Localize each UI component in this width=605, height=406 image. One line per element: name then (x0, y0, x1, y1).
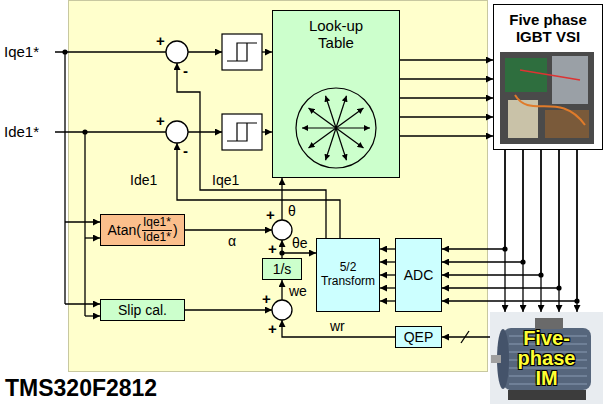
sign-label: - (183, 63, 188, 79)
vector-star (296, 88, 376, 168)
phase-connector (380, 248, 395, 249)
summing-junction (166, 41, 292, 320)
phase-connector (400, 135, 493, 136)
inverter-box: Five phase IGBT VSI (493, 4, 603, 150)
hysteresis-controller (222, 34, 262, 150)
signal-label: we (289, 283, 307, 299)
signal-label: α (228, 233, 236, 249)
sign-label: + (156, 33, 165, 49)
formula-text: ) (173, 222, 178, 238)
node-text: Five phase IGBT VSI (497, 11, 599, 46)
sign-label: + (266, 207, 275, 223)
sign-label: + (268, 241, 277, 257)
node-text: QEP (404, 329, 434, 345)
phase-connector (442, 150, 523, 262)
slip-block: Slip cal. (100, 299, 185, 321)
motor-photo (490, 312, 603, 404)
phase-connector (400, 97, 493, 98)
node-text: 5/2 Transform (320, 261, 376, 289)
connector-group (380, 60, 577, 337)
phase-connector (442, 150, 559, 288)
sign-label: - (183, 143, 188, 159)
signal-wire (55, 52, 469, 343)
formula-row: Atan()Iqe1*Ide1* (107, 216, 177, 245)
signal-label: Ide1 (130, 172, 157, 188)
phase-connector (442, 150, 541, 275)
signal-label: Ide1* (4, 123, 39, 140)
node-text: Slip cal. (118, 302, 167, 318)
node-text: Look-up Table (301, 17, 371, 52)
encoder-block: QEP (395, 326, 442, 348)
lookup-table: Look-up Table (272, 10, 400, 178)
sign-label: + (262, 291, 271, 307)
fraction: Iqe1*Ide1* (142, 216, 172, 245)
transform-block: 5/2 Transform (316, 238, 380, 312)
formula-text: Atan( (107, 222, 140, 238)
fraction-text: Iqe1* (142, 216, 172, 231)
phase-connector (400, 78, 493, 79)
signal-label: wr (330, 318, 345, 334)
signal-label: Iqe1 (212, 172, 239, 188)
lookup-fill (272, 10, 400, 178)
node-text: ADC (404, 267, 434, 283)
phase-connector (380, 287, 395, 288)
integrator-block: 1/s (262, 258, 302, 280)
phase-connector (380, 261, 395, 262)
phase-connector (400, 116, 493, 117)
node-text: Five- phase IM (511, 328, 583, 388)
signal-label: θe (292, 235, 308, 251)
signal-label: θ (288, 203, 296, 219)
phase-connector (442, 150, 505, 249)
phase-connector (442, 336, 490, 337)
board-heading: TMS320F2812 (5, 375, 157, 401)
node-text: 1/s (273, 261, 292, 277)
sign-label: + (268, 321, 277, 337)
angle-block: Atan()Iqe1*Ide1* (100, 214, 185, 246)
motor: Five- phase IM (490, 312, 603, 404)
phase-connector (380, 274, 395, 275)
phase-connector (380, 300, 395, 301)
phase-connector (442, 150, 577, 301)
sign-label: + (156, 113, 165, 129)
junction-dot (62, 49, 579, 303)
phase-connector (400, 59, 493, 60)
fraction-text: Ide1* (143, 231, 171, 245)
adc-block: ADC (395, 238, 442, 312)
signal-label: Iqe1* (4, 43, 39, 60)
inverter-photo (500, 52, 594, 144)
